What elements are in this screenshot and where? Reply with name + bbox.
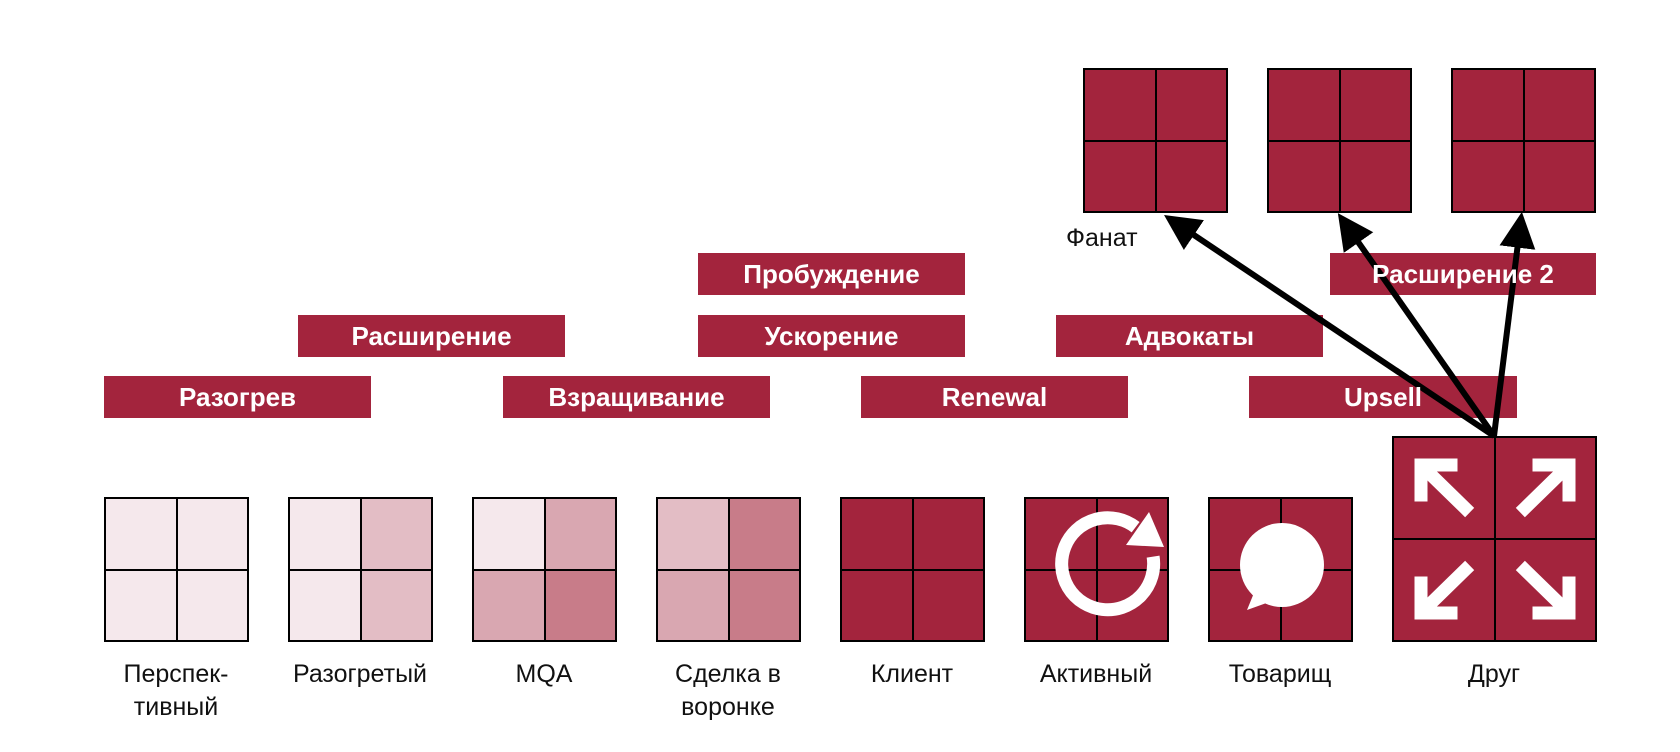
square-frame	[1392, 436, 1597, 642]
transition-label-expansion-2: Расширение 2	[1372, 259, 1554, 289]
cell	[729, 498, 800, 570]
cell	[289, 498, 361, 570]
square-frame	[1267, 68, 1412, 213]
fan-caption: Фанат	[1066, 224, 1138, 252]
cell	[473, 498, 545, 570]
transition-bar-acceleration	[698, 315, 965, 357]
stage-caption-client: Клиент	[870, 660, 954, 688]
stage-caption-warmed: Разогретый	[292, 660, 428, 688]
square-frame	[104, 497, 249, 642]
stage-square-deal-in-funnel	[656, 497, 801, 642]
transition-label-warmup: Разогрев	[178, 382, 297, 412]
transition-bar-upsell	[1249, 376, 1517, 418]
transition-bar-warmup	[104, 376, 371, 418]
cell	[657, 570, 729, 641]
transition-bar-expansion	[298, 315, 565, 357]
transition-label-acceleration: Ускорение	[764, 321, 899, 351]
transition-bar-awakening	[698, 253, 965, 295]
cell	[361, 570, 432, 641]
arrow-to-fan-1	[1164, 214, 1496, 439]
expand-arrows-icon	[1414, 458, 1576, 620]
transition-label-renewal: Renewal	[941, 382, 1048, 412]
square-frame	[656, 497, 801, 642]
square-frame	[288, 497, 433, 642]
cell	[361, 498, 432, 570]
stage-caption-prospect: Перспек- тивный	[123, 660, 229, 721]
cell	[177, 570, 248, 641]
square-frame	[1024, 497, 1169, 642]
cell	[105, 570, 177, 641]
arrow-to-fan-3	[1491, 211, 1536, 437]
square-frame	[1083, 68, 1228, 213]
square-frame	[840, 497, 985, 642]
cell	[473, 570, 545, 641]
stage-caption-mqa: MQA	[515, 660, 573, 688]
square-frame	[472, 497, 617, 642]
transition-bar-advocates	[1056, 315, 1323, 357]
cell	[841, 498, 913, 570]
fan-square-3	[1451, 68, 1596, 213]
stage-caption-friend: Друг	[1467, 660, 1521, 688]
stage-caption-active: Активный	[1039, 660, 1153, 688]
stage-square-active	[1024, 497, 1169, 642]
fan-square-2	[1267, 68, 1412, 213]
fan-square-1	[1083, 68, 1228, 213]
cell	[657, 498, 729, 570]
stage-square-friend	[1392, 436, 1597, 642]
transition-label-expansion: Расширение	[351, 321, 512, 351]
cell	[105, 498, 177, 570]
cell	[913, 498, 984, 570]
cell	[841, 570, 913, 641]
stage-caption-comrade: Товарищ	[1228, 660, 1332, 688]
cell	[545, 570, 616, 641]
stage-square-mqa	[472, 497, 617, 642]
square-frame	[1208, 497, 1353, 642]
transition-label-awakening: Пробуждение	[743, 259, 920, 289]
refresh-icon	[1055, 511, 1164, 617]
transition-label-advocates: Адвокаты	[1124, 321, 1255, 351]
transition-bar-renewal	[861, 376, 1128, 418]
cell	[177, 498, 248, 570]
arrow-to-fan-2	[1337, 213, 1497, 438]
transition-label-upsell: Upsell	[1343, 382, 1423, 412]
cell	[545, 498, 616, 570]
fan-arrows	[1164, 211, 1536, 439]
stage-caption-deal-in-funnel: Сделка в воронке	[675, 660, 781, 721]
stage-square-client	[840, 497, 985, 642]
stage-square-comrade	[1208, 497, 1353, 642]
speech-bubble-icon	[1240, 523, 1324, 610]
cell	[729, 570, 800, 641]
cell	[913, 570, 984, 641]
stage-square-warmed	[288, 497, 433, 642]
transition-label-nurturing: Взращивание	[548, 382, 725, 412]
transition-bar-nurturing	[503, 376, 770, 418]
cell	[289, 570, 361, 641]
stage-square-prospect	[104, 497, 249, 642]
